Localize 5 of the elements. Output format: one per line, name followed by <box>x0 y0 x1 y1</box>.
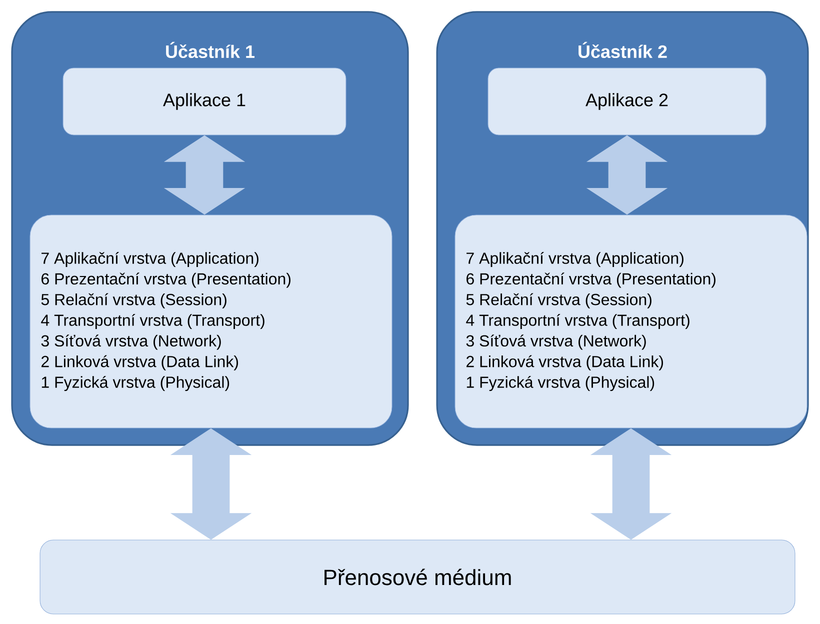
layer-stack-box: 7 Aplikační vrstva (Application) 6 Prezentační vrstva (Presentation) 5 Relační vrstva (Session) 4 Transportní vrstva (Transport) 3 Síťová vrstva (Network) 2 Linková vrstva (Data Link) 1 Fyzická vrstva (Physical) <box>30 214 392 428</box>
application-box: Aplikace 1 <box>62 68 346 136</box>
application-box: Aplikace 2 <box>488 68 766 136</box>
layer-stack-box: 7 Aplikační vrstva (Application) 6 Prezentační vrstva (Presentation) 5 Relační vrstva (Session) 4 Transportní vrstva (Transport) 3 Síťová vrstva (Network) 2 Linková vrstva (Data Link) 1 Fyzická vrstva (Physical) <box>454 214 808 428</box>
medium-box: Přenosové médium <box>40 540 796 614</box>
